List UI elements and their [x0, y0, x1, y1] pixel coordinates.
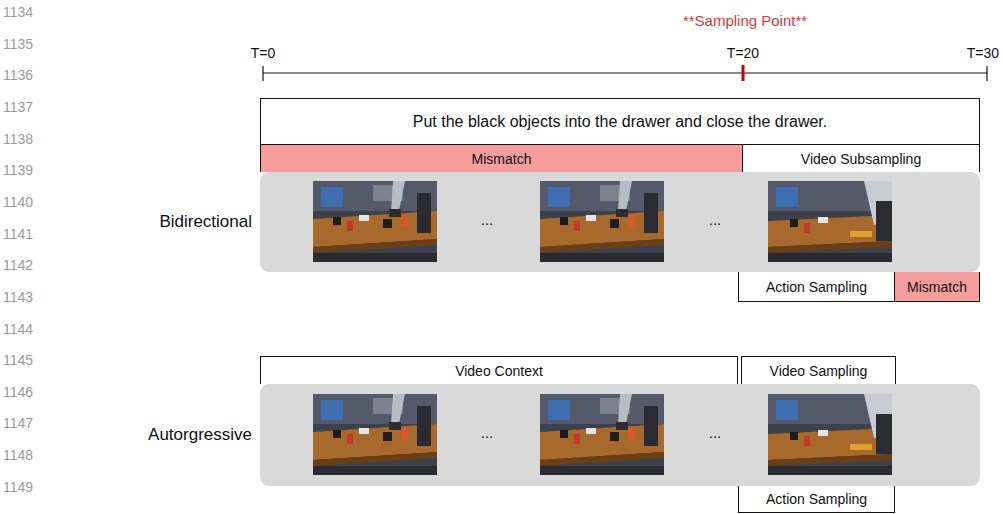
box-text: Video Sampling: [770, 363, 868, 379]
line-number: 1143: [3, 289, 33, 305]
line-number: 1148: [3, 447, 33, 463]
line-number: 1135: [3, 36, 33, 52]
line-number: 1147: [3, 415, 33, 431]
ellipsis: ...: [481, 424, 494, 441]
mismatch-box: Mismatch: [895, 272, 980, 302]
line-number: 1141: [3, 226, 33, 242]
line-number: 1138: [3, 131, 33, 147]
box-text: Action Sampling: [766, 279, 867, 295]
row-label: Autorgressive: [148, 425, 252, 445]
video-frames: [260, 384, 980, 486]
ellipsis: ...: [709, 211, 722, 228]
row-label: Bidirectional: [159, 212, 252, 232]
video-sampling-box: Video Sampling: [741, 356, 896, 384]
box-text: Video Subsampling: [801, 151, 921, 167]
box-text: Video Context: [455, 363, 543, 379]
line-number: 1136: [3, 67, 33, 83]
line-number: 1142: [3, 257, 33, 273]
video-context-box: Video Context: [260, 356, 738, 384]
line-number: 1139: [3, 162, 33, 178]
time-label: T=30: [967, 45, 999, 61]
line-number: 1144: [3, 321, 33, 337]
sampling-point-label: **Sampling Point**: [683, 12, 807, 29]
video-subsampling-box: Video Subsampling: [742, 144, 980, 172]
action-sampling-box: Action Sampling: [738, 486, 895, 513]
box-text: Action Sampling: [766, 491, 867, 507]
line-number: 1140: [3, 194, 33, 210]
ellipsis: ...: [709, 424, 722, 441]
time-label: T=0: [251, 45, 276, 61]
box-text: Put the black objects into the drawer an…: [413, 113, 827, 131]
box-text: Mismatch: [472, 151, 532, 167]
line-number: 1149: [3, 479, 33, 495]
line-number: 1137: [3, 99, 33, 115]
box-text: Mismatch: [907, 279, 967, 295]
line-number: 1134: [3, 4, 33, 20]
video-frames: [260, 172, 980, 272]
video-panel: Autorgressive......: [260, 384, 980, 486]
video-panel: Bidirectional......: [260, 172, 980, 272]
line-number: 1145: [3, 352, 33, 368]
task-box: Put the black objects into the drawer an…: [260, 98, 980, 144]
action-sampling-box: Action Sampling: [738, 272, 895, 302]
time-label: T=20: [727, 45, 759, 61]
mismatch-box: Mismatch: [260, 144, 742, 172]
line-number: 1146: [3, 384, 33, 400]
ellipsis: ...: [481, 211, 494, 228]
